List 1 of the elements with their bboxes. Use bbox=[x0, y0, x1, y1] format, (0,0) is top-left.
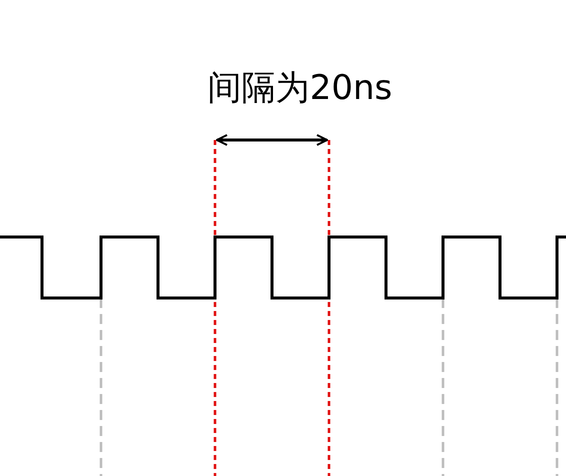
interval-label: 间隔为20ns bbox=[206, 67, 394, 110]
